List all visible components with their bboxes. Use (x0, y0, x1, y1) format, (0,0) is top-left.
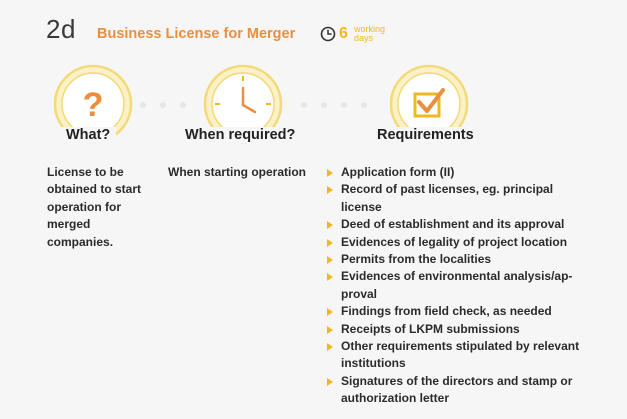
requirement-text: Permits from the localities (341, 252, 492, 267)
requirement-item: Application form (II) (326, 164, 596, 181)
requirement-text: Evidences of legality of project locatio… (341, 234, 568, 249)
requirement-item: Signatures of the directors and stamp or… (326, 373, 596, 408)
requirement-text: Record of past licenses, eg. principal (341, 182, 554, 197)
what-line: merged (47, 217, 91, 232)
working-days-label-line1: working (354, 24, 386, 34)
requirement-item: Deed of establishment and its approval (326, 216, 596, 233)
requirement-item: Permits from the localities (326, 251, 596, 268)
step-number: 2d (46, 14, 76, 44)
requirement-item: Receipts of LKPM submissions (326, 321, 596, 338)
clock-face-icon (203, 64, 283, 144)
connector-dot (341, 102, 347, 108)
requirement-text-cont: institutions (341, 356, 406, 371)
requirement-text: Deed of establishment and its approval (341, 217, 565, 232)
what-line: operation for (47, 199, 121, 214)
clock-face-circle (203, 64, 283, 144)
requirement-text: Findings from field check, as needed (341, 304, 552, 319)
requirement-text: Signatures of the directors and stamp or (341, 373, 573, 388)
requirement-text: Application form (II) (341, 165, 455, 179)
bullet-arrow-icon (327, 325, 333, 334)
checkbox-checked-icon (389, 64, 469, 144)
what-line: License to be (47, 165, 124, 179)
requirement-item: Evidences of environmental analysis/ap-p… (326, 268, 596, 303)
requirement-text-cont: authorization letter (341, 391, 450, 406)
connector-dot (180, 102, 186, 108)
bullet-arrow-icon (327, 256, 333, 265)
connector-dot (361, 102, 367, 108)
bullet-arrow-icon (327, 273, 333, 282)
what-line: companies. (47, 234, 114, 249)
svg-text:?: ? (83, 86, 104, 124)
requirement-item: Findings from field check, as needed (326, 303, 596, 320)
bullet-arrow-icon (327, 186, 333, 195)
bullet-arrow-icon (327, 169, 333, 177)
checkbox-circle (389, 64, 469, 144)
working-days-label: working days (354, 25, 385, 43)
requirements-list: Application form (II) Record of past lic… (326, 164, 596, 408)
bullet-arrow-icon (327, 377, 333, 386)
requirement-text: Evidences of environmental analysis/ap- (341, 269, 573, 284)
requirement-item: Record of past licenses, eg. principal li… (326, 181, 596, 216)
requirement-text: Receipts of LKPM submissions (341, 321, 520, 336)
working-days-count: 6 (339, 25, 348, 42)
clock-icon (320, 26, 336, 42)
what-line: obtained to start (47, 182, 142, 197)
bullet-arrow-icon (327, 238, 333, 247)
bullet-arrow-icon (327, 308, 333, 317)
requirement-item: Other requirements stipulated by relevan… (326, 338, 596, 373)
when-required-heading: When required? (179, 127, 302, 143)
bullet-arrow-icon (327, 221, 333, 230)
bullet-arrow-icon (327, 343, 333, 352)
working-days-label-line2: days (354, 33, 374, 43)
requirement-text: Other requirements stipulated by relevan… (341, 339, 580, 354)
what-heading: What? (60, 127, 117, 143)
what-description: License to be obtained to start operatio… (47, 164, 162, 251)
when-description: When starting operation (168, 165, 306, 179)
connector-dot (160, 102, 166, 108)
connector-dot (140, 102, 146, 108)
connector-dot (321, 102, 327, 108)
requirements-heading: Requirements (371, 127, 480, 143)
requirement-text-cont: license (341, 199, 382, 214)
requirement-item: Evidences of legality of project locatio… (326, 234, 596, 251)
page-title: Business License for Merger (97, 26, 296, 42)
connector-dot (301, 102, 307, 108)
requirement-text-cont: proval (341, 286, 378, 301)
